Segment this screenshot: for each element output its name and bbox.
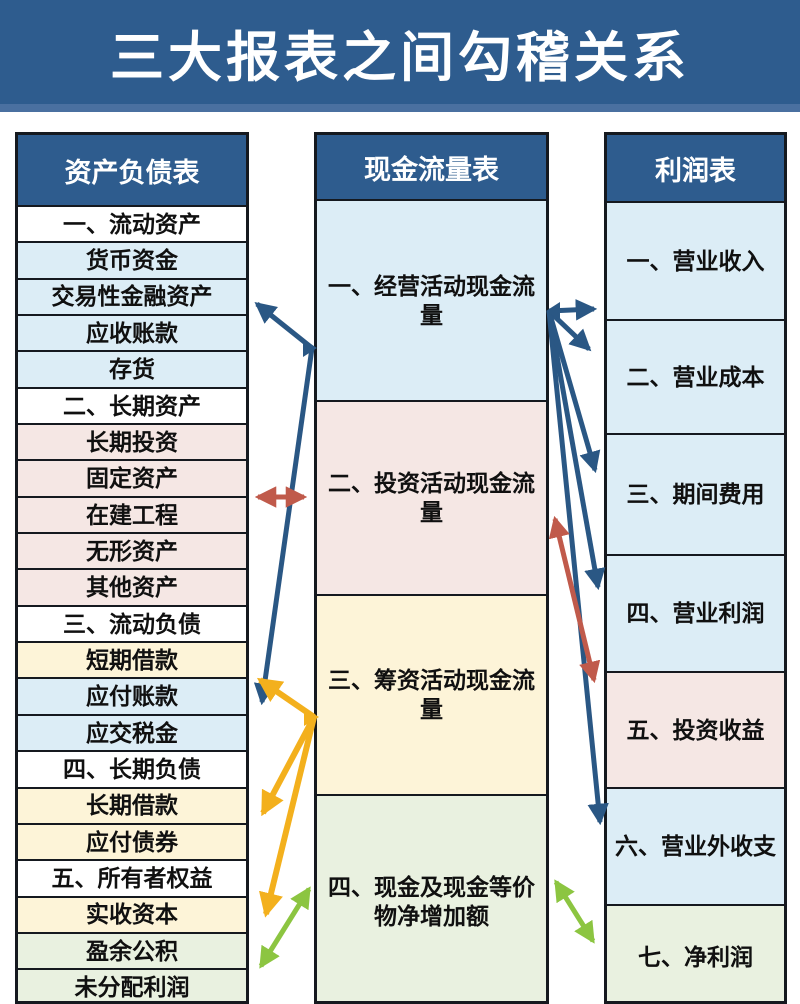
table-row: 三、期间费用 [607,433,784,554]
balance-sheet-table: 资产负债表 一、流动资产货币资金交易性金融资产应收账款存货二、长期资产长期投资固… [15,132,249,1004]
arrow-opcf-to-operating-profit [546,310,606,591]
table-row: 三、筹资活动现金流量 [317,594,546,794]
title-banner: 三大报表之间勾稽关系 [0,0,800,104]
arrow-opcf-to-cost [547,309,592,352]
arrow-financing-to-paid-in-capital [258,716,317,918]
income-statement-header: 利润表 [607,135,784,201]
table-row: 应收账款 [18,314,246,351]
balance-sheet-header: 资产负债表 [18,135,246,205]
table-row: 在建工程 [18,495,246,533]
table-row: 一、流动资产 [18,205,246,242]
arrow-opcf-to-nonoperating [546,310,609,826]
table-row: 其他资产 [18,568,246,605]
table-row: 四、长期负债 [18,750,246,787]
table-row: 应交税金 [18,713,246,751]
arrow-financing-to-long-term-loan [260,715,317,817]
table-row: 应付债券 [18,822,246,860]
cash-flow-table: 现金流量表 一、经营活动现金流量二、投资活动现金流量三、筹资活动现金流量四、现金… [314,132,549,1004]
table-row: 未分配利润 [18,968,246,1001]
table-row: 六、营业外收支 [607,787,784,904]
income-statement-table: 利润表 一、营业收入二、营业成本三、期间费用四、营业利润五、投资收益六、营业外收… [604,132,787,1004]
table-row: 五、所有者权益 [18,859,246,896]
table-row: 二、长期资产 [18,386,246,424]
arrow-opcf-to-trading-assets [254,301,314,350]
table-row: 五、投资收益 [607,671,784,787]
table-row: 二、投资活动现金流量 [317,400,546,594]
table-row: 四、现金及现金等价物净增加额 [317,794,546,1001]
banner-shadow-strip [0,104,800,112]
table-row: 四、营业利润 [607,554,784,671]
table-row: 长期借款 [18,786,246,823]
table-row: 三、流动负债 [18,604,246,642]
table-row: 长期投资 [18,423,246,460]
arrow-opcf-to-period-expense [546,310,601,474]
table-row: 七、净利润 [607,904,784,1001]
arrow-netcash-to-retained-earnings [258,886,312,969]
table-row: 存货 [18,350,246,387]
table-row: 交易性金融资产 [18,277,246,315]
arrow-financing-to-short-term-loan [256,677,316,720]
table-row: 二、营业成本 [607,319,784,433]
table-row: 应付账款 [18,677,246,714]
table-row: 短期借款 [18,641,246,678]
table-row: 固定资产 [18,459,246,496]
arrow-opcf-to-revenue [548,299,598,321]
arrow-invest-to-investment-income [548,515,601,684]
table-row: 一、经营活动现金流量 [317,199,546,400]
page-title: 三大报表之间勾稽关系 [110,27,690,88]
table-row: 盈余公积 [18,931,246,969]
table-row: 一、营业收入 [607,201,784,319]
table-row: 无形资产 [18,532,246,569]
table-row: 实收资本 [18,895,246,932]
arrow-opcf-to-accounts-payable [253,347,315,706]
arrow-netcash-to-net-profit [553,879,596,944]
table-row: 货币资金 [18,241,246,278]
cash-flow-header: 现金流量表 [317,135,546,199]
